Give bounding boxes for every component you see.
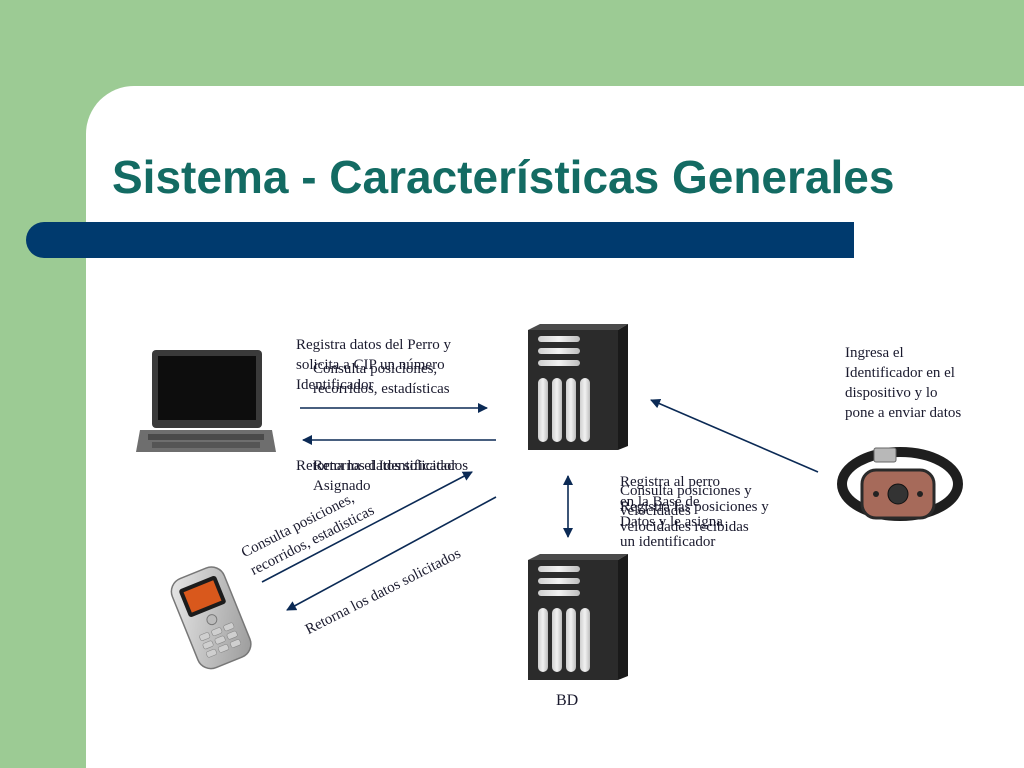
arrow-phone-to-server (261, 471, 473, 583)
label-registra-perro-bd: Registra al perro en la Base de Datos y … (620, 474, 723, 550)
label-retorna-datos-solicitados-top: Retorna los datos solicitados (296, 458, 469, 474)
label-ingresa-identificador: Ingresa el Identificador en el dispositi… (845, 345, 962, 421)
db-label: BD (556, 692, 579, 709)
arrow-collar-to-server (650, 398, 819, 473)
label-consulta-posiciones-velocidades: Consulta posiciones y velocidades (620, 483, 752, 519)
label-consulta-posiciones-top: Consulta posiciones, recorridos, estadís… (313, 361, 450, 397)
label-registra-datos-perro: Registra datos del Perro y solicita a CI… (296, 337, 451, 393)
slide-title: Sistema - Características Generales (112, 151, 895, 203)
database-server-icon (528, 554, 628, 680)
laptop-icon (136, 350, 276, 452)
label-registra-posiciones-velocidades: Registra las posiciones y velocidades re… (620, 499, 769, 535)
server-icon (528, 324, 628, 450)
gps-collar-icon (837, 447, 963, 521)
arrow-server-to-phone (286, 496, 497, 611)
mobile-phone-icon (170, 566, 252, 670)
label-retorna-identificador: Retorna el Identificador Asignado (313, 458, 457, 494)
title-underline-bar (26, 222, 854, 258)
